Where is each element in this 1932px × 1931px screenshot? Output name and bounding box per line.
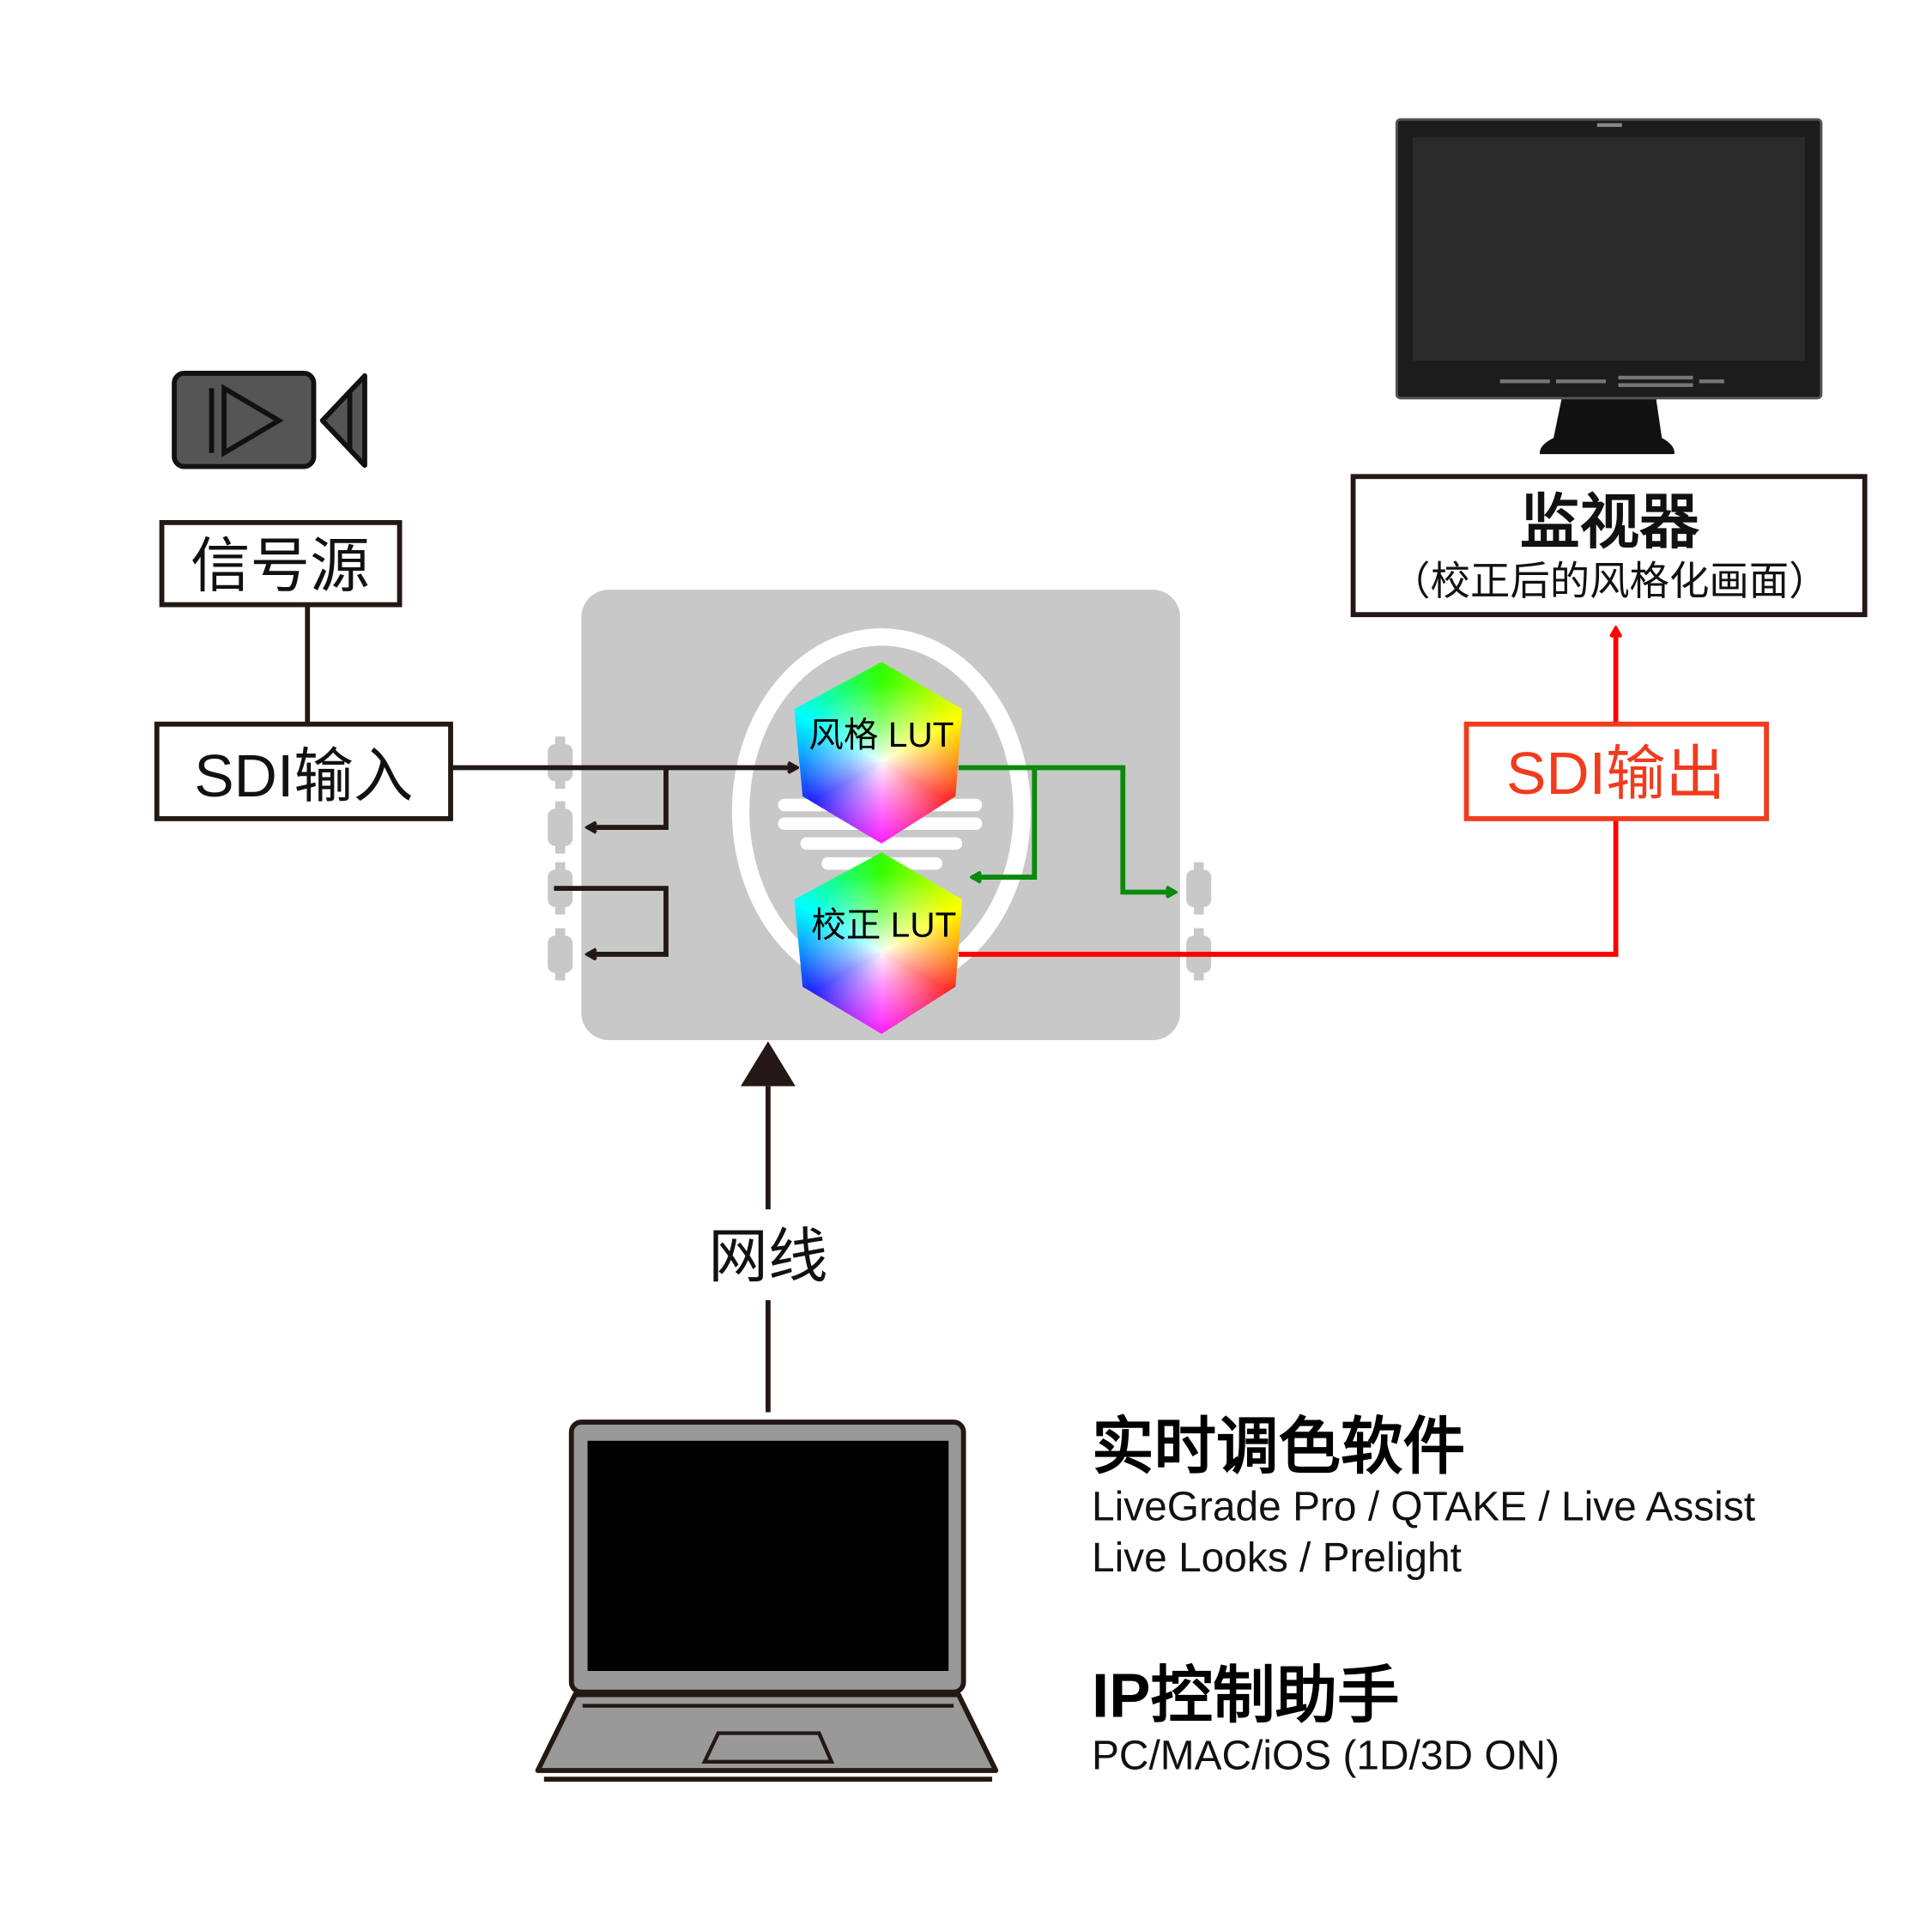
sdi-output-label: SDI输出	[1506, 740, 1725, 807]
software-title: 实时调色软件	[1092, 1413, 1465, 1482]
video-camera-icon	[172, 371, 367, 469]
laptop-icon	[535, 1419, 999, 1783]
correction-lut-cube-icon	[794, 852, 963, 1034]
source-box	[159, 519, 403, 608]
sdi-output-lines	[958, 628, 1616, 957]
monitor-subtitle: （校正后的风格化画面）	[1390, 559, 1828, 603]
network-cable-label: 网线	[708, 1222, 827, 1289]
input-signal-lines	[451, 767, 796, 953]
monitor-box	[1350, 474, 1868, 618]
software-list-line2: Live Looks / Prelight	[1092, 1535, 1462, 1581]
monitor-icon	[1395, 118, 1823, 455]
sdi-input-label: SDI输入	[194, 742, 413, 809]
style-lut-output-lines	[958, 765, 1175, 892]
source-label: 信号源	[191, 532, 370, 599]
software-list-line1: LiveGrade Pro / QTAKE / Live Assist	[1092, 1485, 1755, 1530]
ip-control-title: IP控制助手	[1092, 1662, 1400, 1731]
style-lut-cube-icon	[794, 662, 963, 844]
monitor-title: 监视器	[1520, 488, 1700, 555]
sdi-output-box	[1463, 721, 1769, 821]
correction-lut-label: 校正 LUT	[811, 905, 956, 945]
sdi-input-box	[154, 721, 453, 821]
ip-control-platforms: PC/MAC/iOS (1D/3D ON)	[1092, 1734, 1560, 1779]
network-arrowhead	[740, 1041, 796, 1087]
style-lut-label: 风格 LUT	[809, 715, 954, 754]
